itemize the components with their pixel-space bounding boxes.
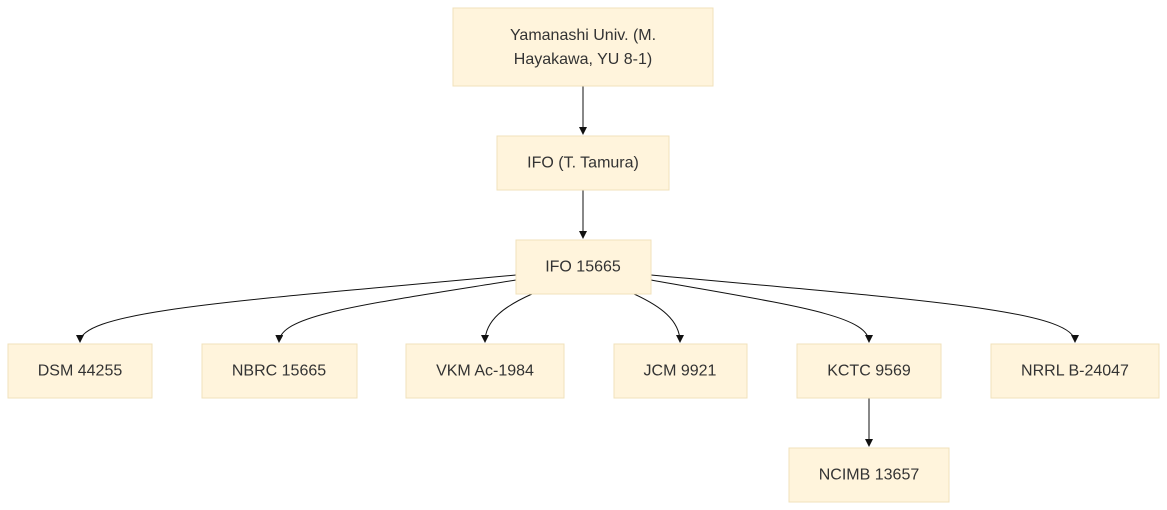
- node-ifo-15665: IFO 15665: [515, 239, 652, 295]
- edge-ifo-15665-to-vkm: [481, 293, 533, 343]
- node-dsm-label: DSM 44255: [38, 363, 123, 380]
- node-ifo-15665-label: IFO 15665: [545, 259, 621, 276]
- node-vkm-label: VKM Ac-1984: [436, 363, 534, 380]
- edge-ifo-15665-to-nbrc: [275, 279, 517, 343]
- node-nrrl-label: NRRL B-24047: [1021, 363, 1129, 380]
- node-vkm: VKM Ac-1984: [405, 343, 565, 399]
- node-ifo-tamura-label: IFO (T. Tamura): [527, 155, 639, 172]
- node-ncimb-label: NCIMB 13657: [819, 467, 920, 484]
- edge-ifo-15665-to-kctc: [650, 279, 873, 343]
- node-yamanashi-line-1: Yamanashi Univ. (M.: [510, 27, 656, 44]
- node-nbrc-label: NBRC 15665: [232, 363, 326, 380]
- node-ifo-tamura: IFO (T. Tamura): [496, 135, 670, 191]
- node-ncimb: NCIMB 13657: [788, 447, 950, 503]
- node-kctc: KCTC 9569: [796, 343, 942, 399]
- node-yamanashi: Yamanashi Univ. (M. Hayakawa, YU 8-1): [452, 7, 714, 87]
- node-kctc-label: KCTC 9569: [827, 363, 911, 380]
- node-dsm: DSM 44255: [7, 343, 153, 399]
- edge-ifo-15665-to-nrrl: [650, 274, 1079, 343]
- edge-ifo-15665-to-jcm: [633, 293, 684, 343]
- node-jcm-label: JCM 9921: [644, 363, 717, 380]
- edges: [76, 86, 1079, 447]
- node-nrrl: NRRL B-24047: [990, 343, 1160, 399]
- node-nbrc: NBRC 15665: [201, 343, 358, 399]
- node-yamanashi-line-2: Hayakawa, YU 8-1): [514, 51, 652, 68]
- edge-ifo-15665-to-dsm: [76, 274, 517, 343]
- node-jcm: JCM 9921: [613, 343, 748, 399]
